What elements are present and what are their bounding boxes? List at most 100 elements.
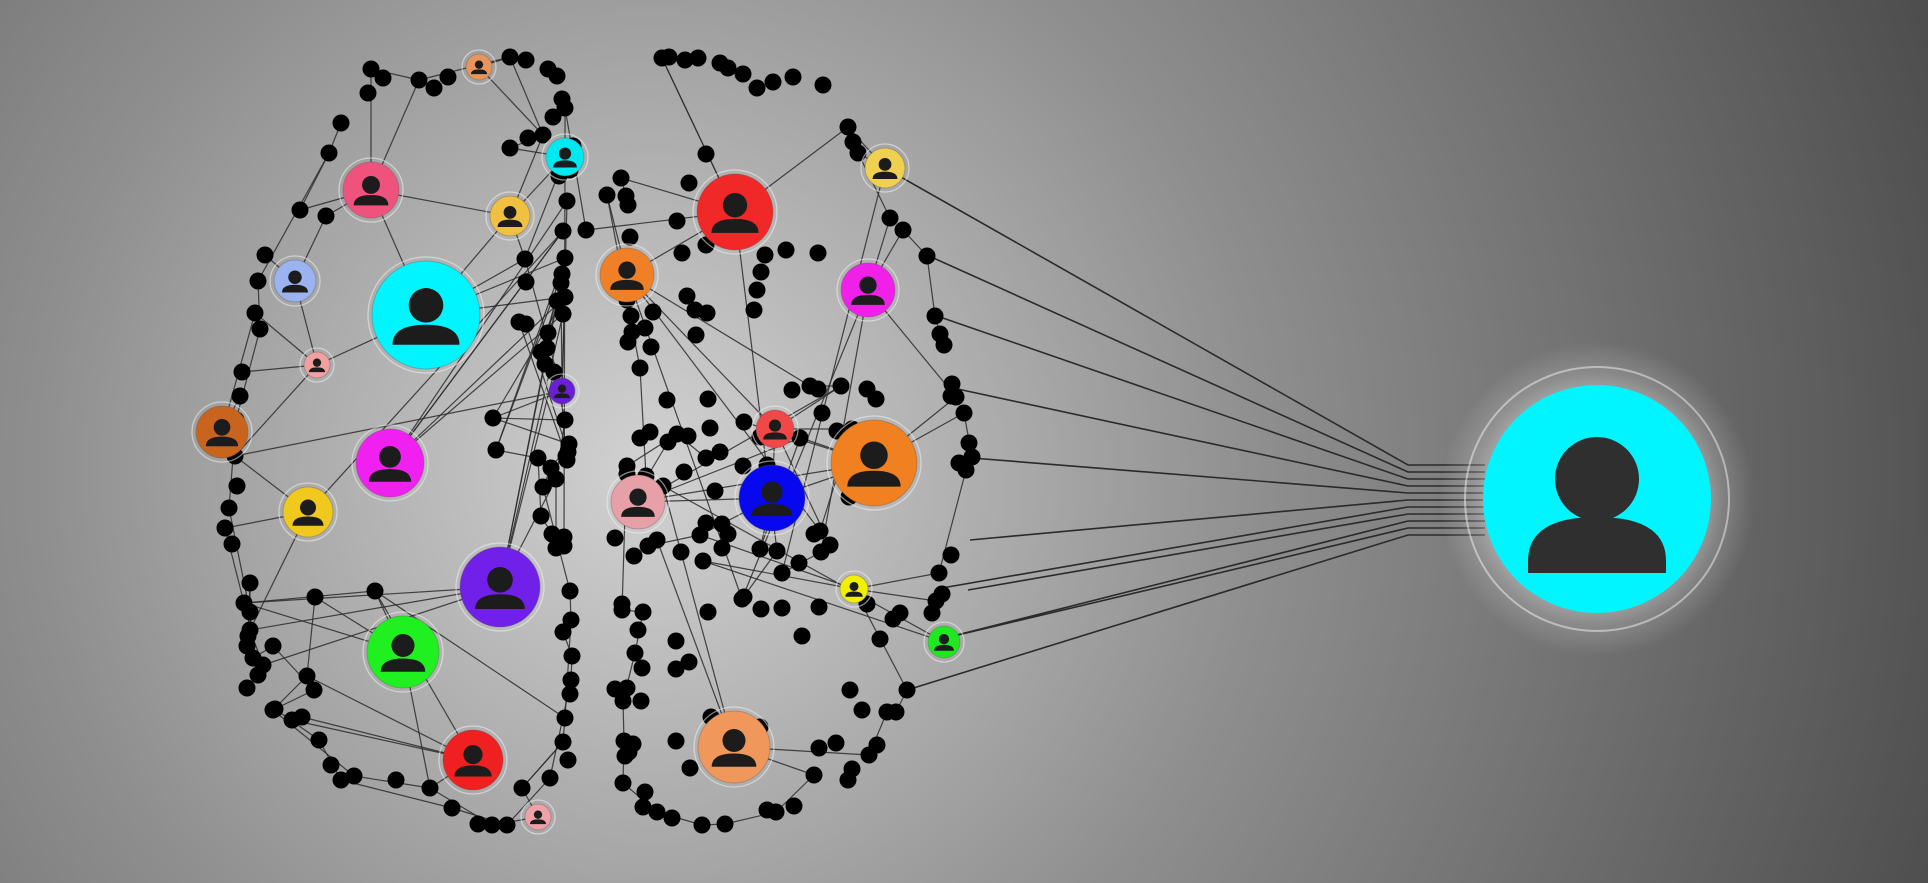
junction-node: [716, 815, 734, 833]
person-icon: [454, 745, 492, 777]
junction-node: [562, 671, 580, 689]
person-node[interactable]: [362, 611, 444, 693]
junction-node: [421, 779, 439, 797]
junction-node: [264, 637, 282, 655]
junction-node: [898, 681, 916, 699]
junction-node: [827, 734, 845, 752]
person-node[interactable]: [351, 424, 429, 502]
person-node[interactable]: [299, 347, 335, 383]
person-node[interactable]: [692, 169, 778, 255]
person-node[interactable]: [338, 157, 404, 223]
junction-node: [748, 281, 766, 299]
junction-node: [733, 590, 751, 608]
junction-node: [773, 599, 791, 617]
person-icon: [353, 176, 389, 206]
person-node[interactable]: [836, 258, 900, 322]
junction-node: [614, 692, 632, 710]
person-node[interactable]: [485, 191, 535, 241]
junction-node: [544, 108, 562, 126]
junction-node: [317, 207, 335, 225]
person-node[interactable]: [455, 542, 545, 632]
person-icon: [308, 358, 326, 373]
junction-node: [752, 263, 770, 281]
junction-node: [556, 249, 574, 267]
junction-node: [689, 49, 707, 67]
network-link: [509, 56, 544, 136]
junction-node: [228, 477, 246, 495]
person-node[interactable]: [191, 401, 253, 463]
person-icon: [392, 288, 460, 345]
network-link: [637, 385, 842, 503]
person-icon: [711, 193, 759, 233]
junction-node: [552, 274, 570, 292]
network-link: [639, 367, 647, 477]
junction-node: [439, 68, 457, 86]
junction-node: [256, 246, 274, 264]
person-node[interactable]: [693, 706, 775, 788]
person-node[interactable]: [544, 373, 580, 409]
junction-node: [241, 574, 259, 592]
person-node[interactable]: [461, 49, 497, 85]
junction-node: [231, 387, 249, 405]
junction-node: [926, 307, 944, 325]
person-node[interactable]: [278, 482, 338, 542]
junction-node: [668, 212, 686, 230]
junction-node: [517, 51, 535, 69]
person-node[interactable]: [520, 799, 556, 835]
junction-node: [698, 304, 716, 322]
junction-node: [764, 73, 782, 91]
junction-node: [554, 222, 572, 240]
person-node[interactable]: [595, 243, 659, 307]
junction-node: [853, 701, 871, 719]
junction-node: [894, 221, 912, 239]
junction-node: [756, 246, 774, 264]
person-node[interactable]: [923, 621, 965, 663]
junction-node: [884, 610, 902, 628]
junction-node: [618, 457, 636, 475]
person-node[interactable]: [751, 405, 799, 453]
person-node[interactable]: [541, 133, 589, 181]
junction-node: [556, 99, 574, 117]
junction-node: [501, 48, 519, 66]
person-node[interactable]: [438, 725, 508, 795]
person-node[interactable]: [606, 470, 670, 534]
person-node[interactable]: [269, 255, 321, 307]
network-link: [563, 156, 566, 538]
junction-node: [641, 423, 659, 441]
network-link: [499, 313, 564, 588]
junction-node: [621, 228, 639, 246]
junction-node: [648, 531, 666, 549]
junction-node: [793, 627, 811, 645]
person-node[interactable]: [826, 415, 922, 511]
junction-node: [814, 76, 832, 94]
junction-node: [811, 522, 829, 540]
network-link: [306, 675, 474, 761]
junction-node: [577, 221, 595, 239]
person-node[interactable]: [860, 143, 910, 193]
junction-node: [310, 731, 328, 749]
network-link: [857, 152, 891, 219]
junction-node: [923, 604, 941, 622]
network-link: [389, 230, 564, 464]
person-node[interactable]: [367, 256, 485, 374]
network-link: [306, 596, 316, 677]
junction-node: [387, 771, 405, 789]
person-icon: [553, 147, 577, 168]
junction-node: [443, 799, 461, 817]
person-icon: [292, 499, 324, 526]
person-node[interactable]: [835, 570, 873, 608]
junction-node: [556, 411, 574, 429]
junction-node: [699, 390, 717, 408]
junction-node: [693, 816, 711, 834]
network-link: [389, 200, 568, 464]
hub-node[interactable]: [1439, 341, 1755, 657]
junction-node: [541, 769, 559, 787]
person-node[interactable]: [734, 460, 810, 536]
network-link: [775, 774, 815, 813]
junction-node: [483, 816, 501, 834]
network-link: [234, 364, 318, 457]
junction-node: [849, 144, 867, 162]
junction-node: [332, 771, 350, 789]
junction-node: [663, 809, 681, 827]
